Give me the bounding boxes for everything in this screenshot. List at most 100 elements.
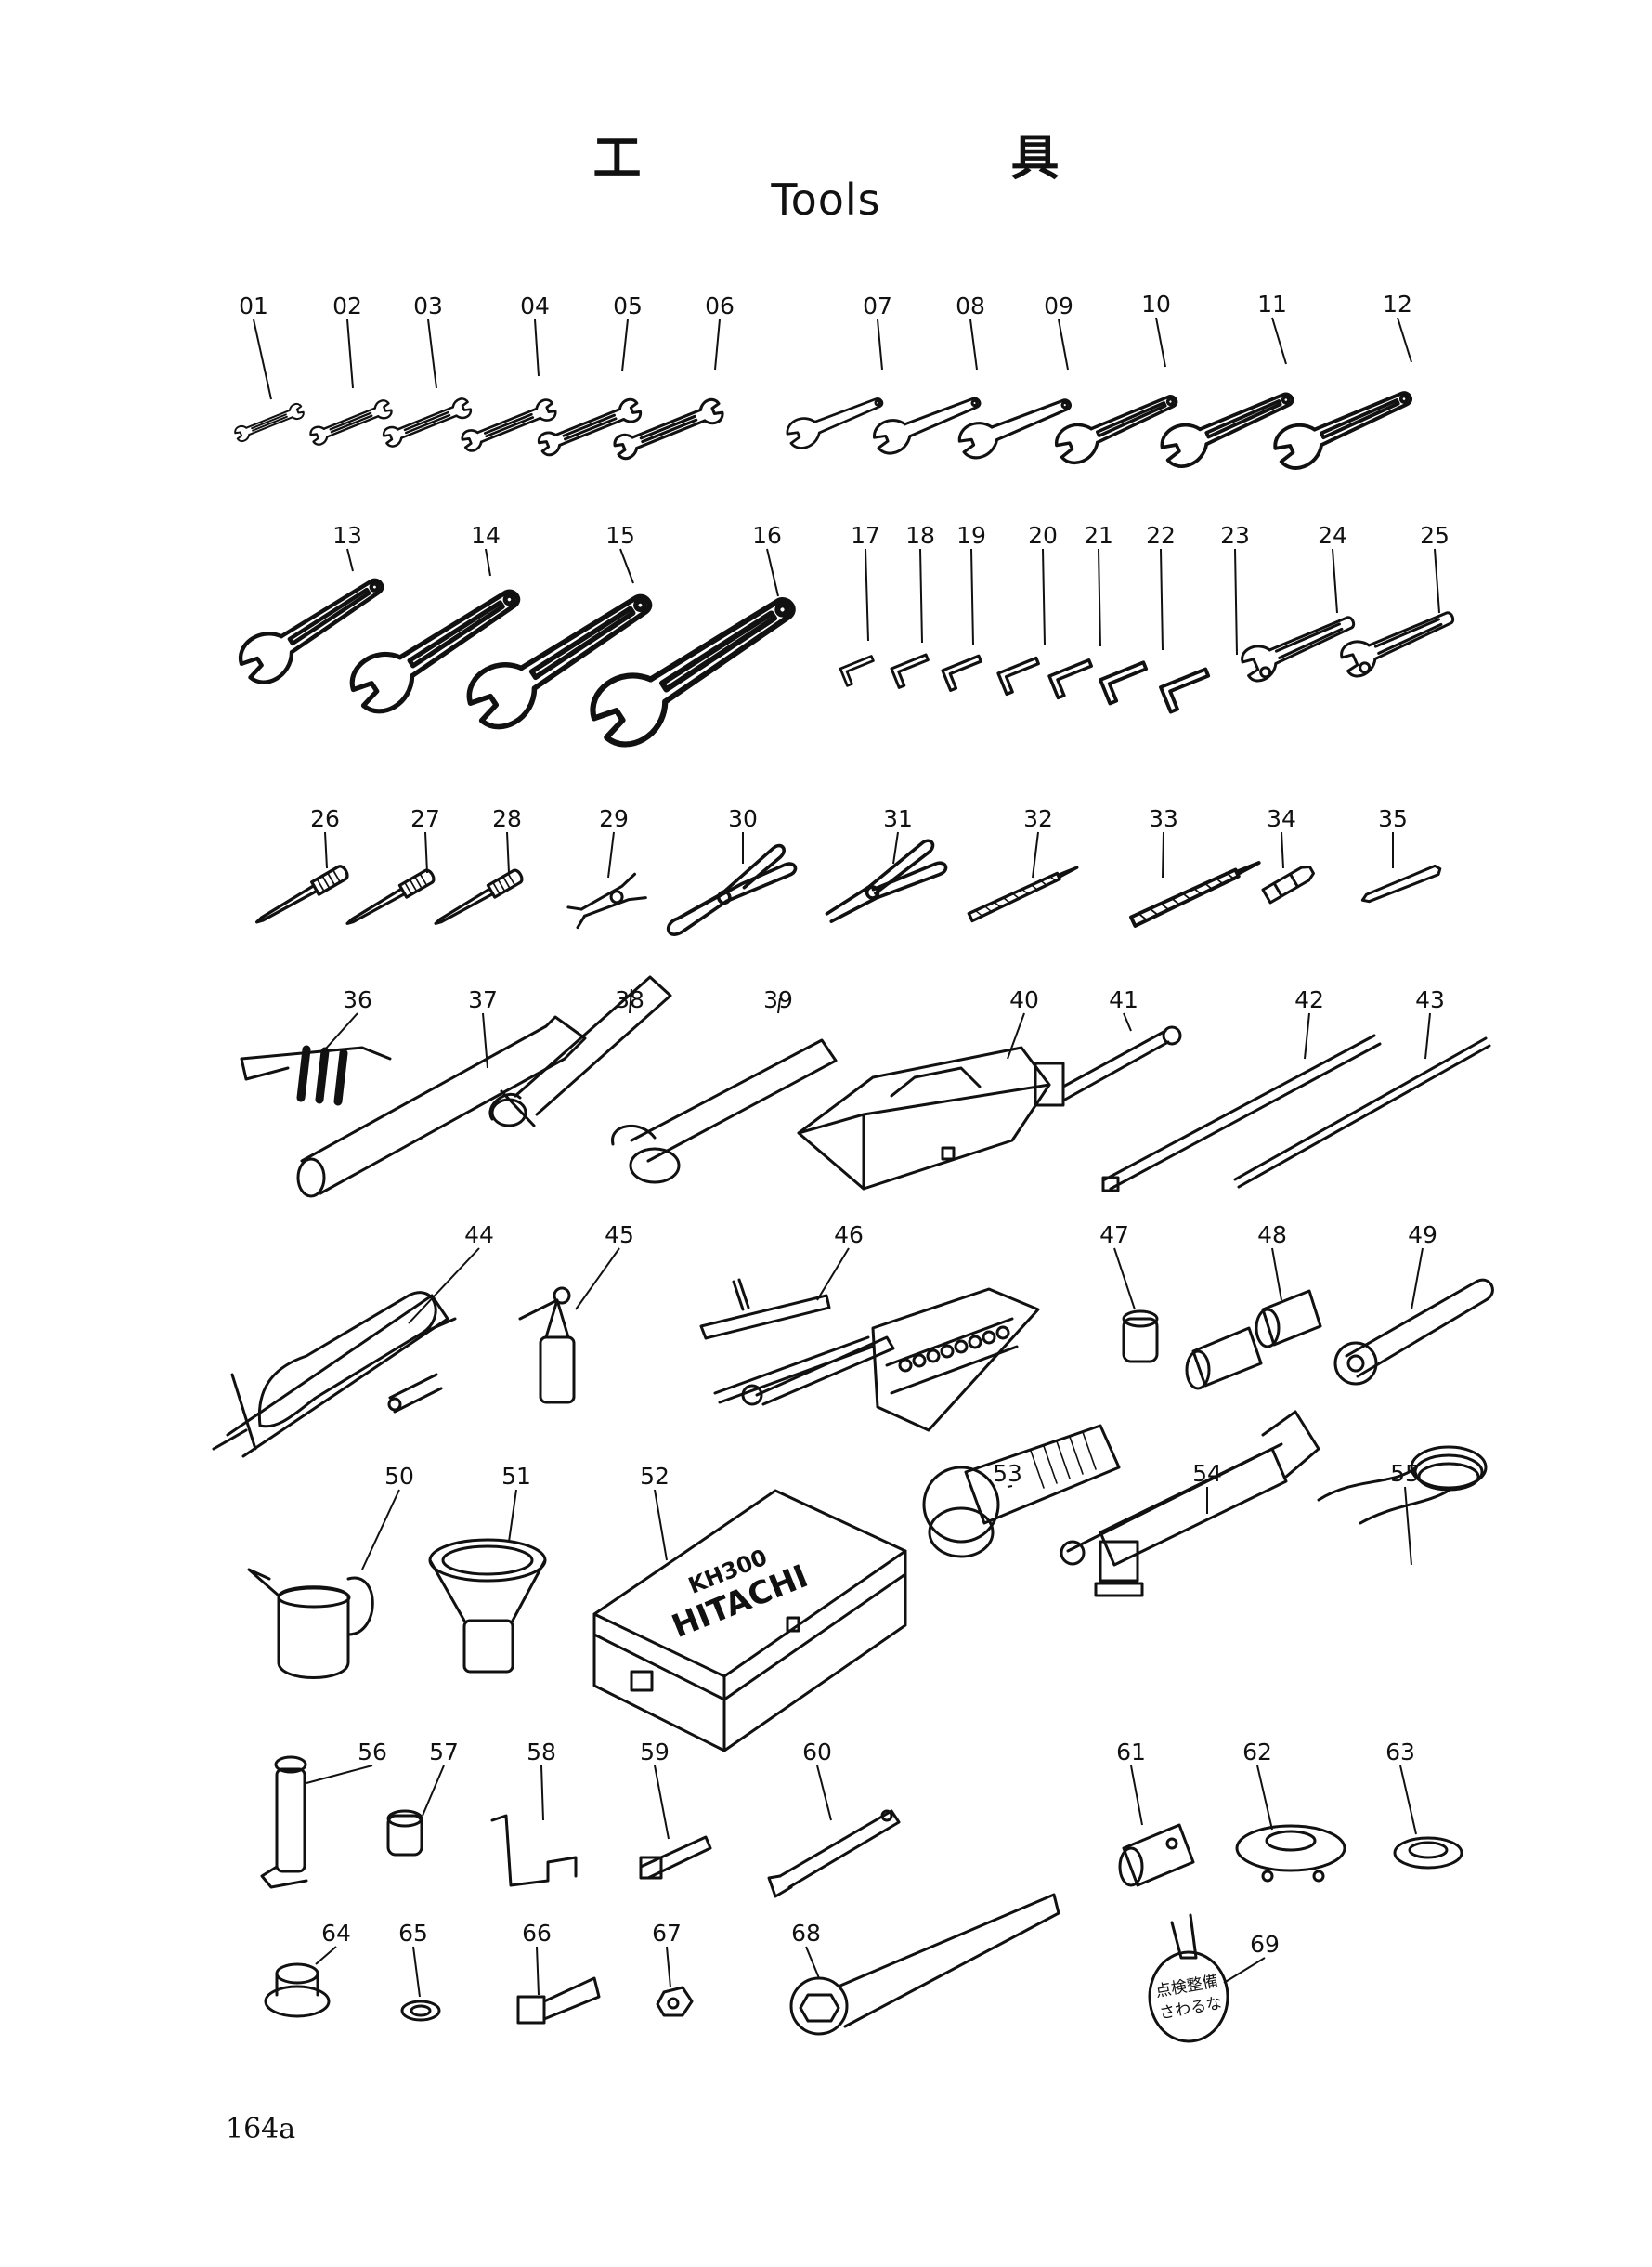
part-label: 46: [834, 1221, 864, 1248]
leader-line: [666, 1946, 671, 1988]
part-label: 32: [1023, 805, 1053, 832]
part-label: 07: [863, 293, 892, 319]
extension-42: [1101, 1034, 1382, 1192]
leader-line: [816, 1765, 832, 1821]
leader-line: [1404, 1486, 1412, 1566]
spanner-10: [1055, 395, 1178, 464]
leader-line: [508, 1489, 517, 1543]
part-label: 56: [358, 1739, 387, 1765]
part-label: 27: [410, 805, 440, 832]
allen-key-17: [839, 655, 875, 687]
leader-line: [1271, 1247, 1282, 1301]
leader-line: [629, 988, 632, 1014]
part-label: 26: [310, 805, 340, 832]
leader-line: [777, 997, 781, 1014]
part-label: 15: [605, 522, 635, 549]
leader-line: [536, 1946, 540, 1996]
tag-69: [1148, 1913, 1229, 2043]
part-label: 12: [1383, 291, 1412, 318]
part-label: 61: [1116, 1739, 1146, 1765]
leader-line: [1160, 548, 1164, 651]
leader-line: [919, 548, 923, 644]
part-label: 45: [605, 1221, 634, 1248]
tool-drawings: [212, 391, 1494, 2043]
nut-cap-64: [264, 1962, 331, 2018]
part-label: 44: [464, 1221, 494, 1248]
hose-coil-55: [1317, 1445, 1488, 1525]
part-label: 31: [883, 805, 913, 832]
socket-tools-46: [699, 1278, 1040, 1432]
grease-hose-41: [1034, 1025, 1182, 1107]
bearing-62: [1235, 1824, 1346, 1883]
part-label: 41: [1109, 986, 1138, 1013]
leader-line: [1058, 319, 1069, 371]
part-label: 35: [1378, 805, 1408, 832]
leader-line: [1162, 831, 1164, 879]
part-label: 34: [1267, 805, 1296, 832]
leader-line: [970, 548, 974, 645]
part-label: 53: [993, 1460, 1022, 1487]
leader-line: [1123, 1012, 1132, 1032]
leader-line: [816, 1247, 850, 1301]
bolt-66: [516, 1976, 601, 2025]
rod-43: [1233, 1036, 1491, 1189]
part-label: 47: [1099, 1221, 1129, 1248]
leader-line: [1399, 1765, 1417, 1835]
spanner-7: [786, 397, 884, 449]
hex-key-set-36: [240, 1045, 392, 1106]
grease-gun-44: [212, 1291, 457, 1458]
adjustable-wrench-25: [1340, 611, 1455, 678]
adapter-59: [639, 1835, 712, 1880]
jack-56: [260, 1755, 308, 1889]
leader-line: [1155, 317, 1166, 368]
part-label: 11: [1257, 291, 1287, 318]
leader-line: [621, 319, 629, 372]
leader-line: [427, 319, 437, 389]
spanner-12: [1273, 391, 1412, 470]
leader-line: [1032, 831, 1039, 879]
wrench-03: [382, 397, 473, 448]
leader-line: [969, 319, 978, 371]
part-label: 40: [1009, 986, 1039, 1013]
page-number: 164a: [226, 2113, 296, 2145]
leader-line: [714, 319, 721, 371]
leader-line: [1281, 831, 1284, 869]
page-title-english: Tools: [771, 175, 881, 225]
allen-key-20: [996, 656, 1040, 697]
part-label: 60: [802, 1739, 832, 1765]
washer-65: [400, 2000, 441, 2022]
part-label: 20: [1028, 522, 1058, 549]
file-32: [967, 866, 1079, 923]
spanner-11: [1160, 392, 1294, 468]
part-label: 57: [429, 1739, 459, 1765]
large-spanner-14: [349, 589, 521, 714]
toolbox-52-lettering: KH300 HITACHI: [667, 1544, 813, 1646]
funnel-51: [428, 1538, 547, 1674]
leader-line: [324, 831, 328, 869]
leader-line: [619, 548, 634, 584]
punch-34: [1261, 866, 1316, 905]
part-label: 36: [343, 986, 372, 1013]
part-label: 64: [321, 1920, 351, 1947]
leader-line: [1007, 1012, 1025, 1060]
leader-line: [1411, 1247, 1424, 1310]
part-label: 65: [398, 1920, 428, 1947]
leader-line: [253, 319, 272, 400]
part-label: 50: [384, 1463, 414, 1490]
leader-line: [1113, 1247, 1136, 1310]
sockets-48: [1185, 1289, 1322, 1390]
leader-line: [506, 831, 510, 874]
part-label: 67: [652, 1920, 682, 1947]
screwdriver-26: [255, 865, 349, 924]
leader-line: [892, 831, 899, 865]
part-label: 18: [905, 522, 935, 549]
part-label: 28: [492, 805, 522, 832]
part-label: 54: [1192, 1460, 1222, 1487]
part-label: 52: [640, 1463, 670, 1490]
crank-handle-58: [490, 1814, 578, 1887]
leader-line: [1098, 548, 1101, 647]
part-label: 21: [1084, 522, 1113, 549]
screwdriver-27: [345, 868, 436, 925]
wrench-02: [309, 399, 393, 446]
